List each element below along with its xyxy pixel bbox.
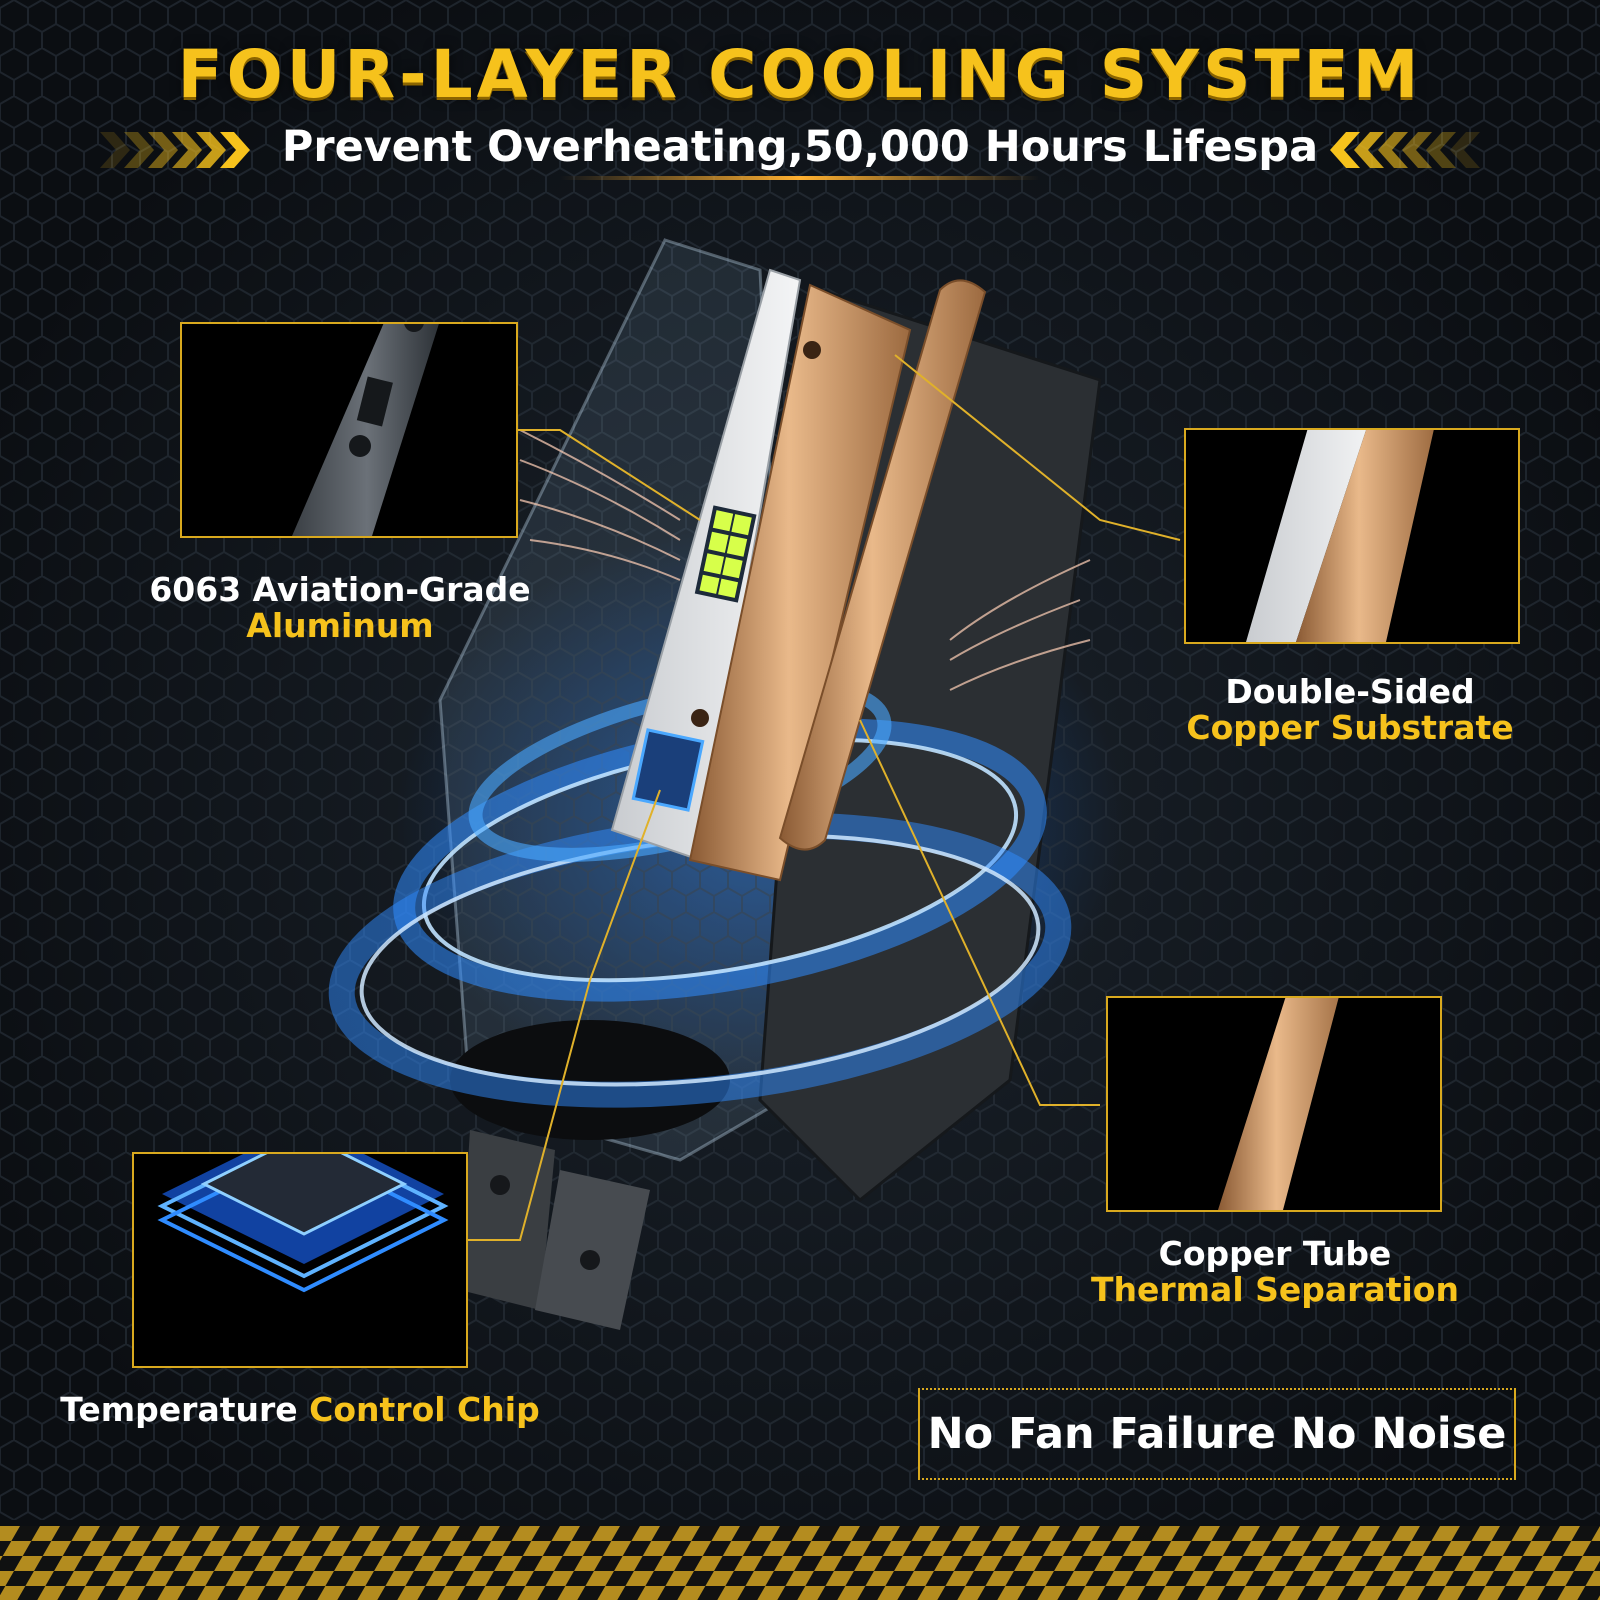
chevron-left-icon <box>1330 132 1480 168</box>
aluminum-label-line1: 6063 Aviation-Grade <box>149 570 531 609</box>
copper-tube-label-line1: Copper Tube <box>1158 1234 1392 1273</box>
copper-substrate-label-line2: Copper Substrate <box>1186 708 1514 747</box>
control-chip-image <box>157 1124 449 1293</box>
aluminum-heatsink-image <box>292 304 442 536</box>
copper-substrate-panel <box>1184 362 1520 644</box>
aluminum-label-line2: Aluminum <box>246 606 434 645</box>
control-chip-label-part1: Temperature <box>60 1390 310 1429</box>
copper-substrate-image <box>1246 362 1436 642</box>
copper-tube-label-line2: Thermal Separation <box>1091 1270 1459 1309</box>
copper-substrate-label-line1: Double-Sided <box>1225 672 1475 711</box>
chevron-right-icon <box>100 132 250 168</box>
no-fan-badge: No Fan Failure No Noise <box>918 1388 1516 1480</box>
checkered-strip <box>0 1526 1600 1600</box>
control-chip-label-part2: Control Chip <box>309 1390 540 1429</box>
control-chip-label: Temperature Control Chip <box>40 1392 560 1428</box>
page-title: FOUR-LAYER COOLING SYSTEM <box>177 36 1423 113</box>
aluminum-heatsink-panel <box>180 304 518 538</box>
subtitle: Prevent Overheating,50,000 Hours Lifespa <box>281 122 1319 172</box>
copper-tube-panel <box>1106 947 1442 1212</box>
control-chip-panel <box>132 1124 468 1368</box>
subtitle-glow-line <box>560 176 1040 180</box>
copper-tube-image <box>1218 947 1348 1210</box>
